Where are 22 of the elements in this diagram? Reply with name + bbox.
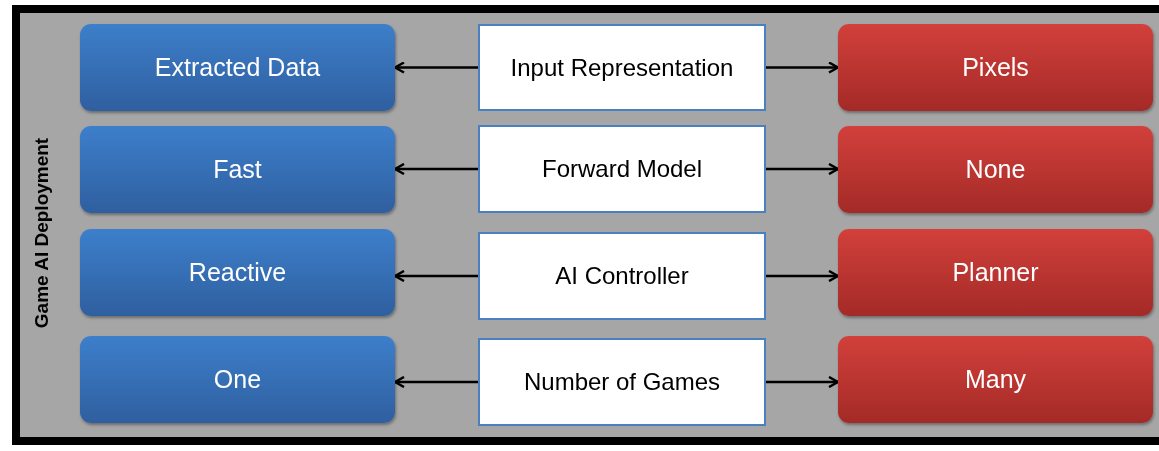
option-box: Fast <box>80 126 395 213</box>
dimension-box: Input Representation <box>478 24 766 111</box>
group-panel <box>12 5 1159 445</box>
option-box: One <box>80 336 395 423</box>
option-box: Many <box>838 336 1153 423</box>
arrow <box>393 162 478 176</box>
group-label: Game AI Deployment <box>31 137 53 329</box>
arrow <box>766 162 840 176</box>
dimension-box: AI Controller <box>478 232 766 320</box>
arrow <box>766 61 840 74</box>
option-box: Reactive <box>80 229 395 316</box>
option-box: None <box>838 126 1153 213</box>
arrow <box>766 375 840 389</box>
dimension-box: Forward Model <box>478 125 766 213</box>
option-box: Pixels <box>838 24 1153 111</box>
arrow <box>766 269 840 283</box>
arrow <box>393 375 478 389</box>
arrow <box>393 61 478 74</box>
option-box: Planner <box>838 229 1153 316</box>
dimension-box: Number of Games <box>478 338 766 426</box>
option-box: Extracted Data <box>80 24 395 111</box>
arrow <box>393 269 478 283</box>
